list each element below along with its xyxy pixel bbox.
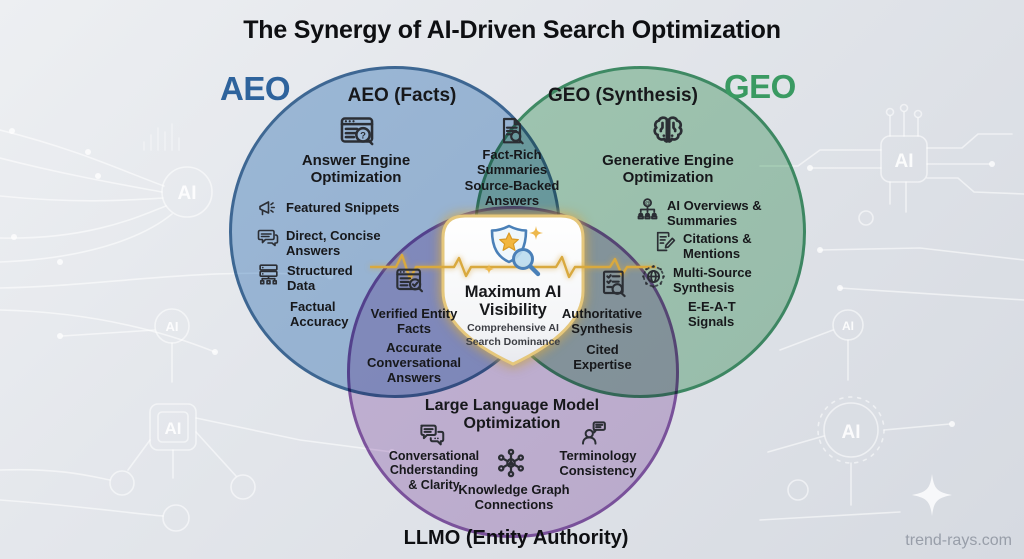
aeo-item-label: Factual Accuracy — [290, 299, 349, 329]
geo-item-label: E-E-A-T Signals — [688, 299, 736, 329]
aeo-llmo-item: Verified Entity Facts — [370, 306, 458, 336]
aeo-header: AEO (Facts) — [347, 85, 457, 106]
browser-check-icon — [396, 268, 424, 293]
brain-icon — [653, 116, 683, 143]
maximum-visibility-badge — [441, 214, 585, 366]
llmo-outer-label: LLMO (Entity Authority) — [403, 527, 629, 549]
llmo-title: Large Language Model Optimization — [424, 397, 600, 433]
svg-text:AI: AI — [165, 419, 182, 438]
browser-question-icon: ? — [340, 117, 374, 146]
geo-header: GEO (Synthesis) — [548, 85, 698, 106]
structured-data-icon — [259, 264, 278, 285]
svg-text:AI: AI — [842, 422, 861, 443]
aeo-geo-item: Source-Backed Answers — [464, 178, 560, 208]
knowledge-graph-icon — [497, 448, 525, 478]
aeo-title: Answer Engine Optimization — [301, 152, 411, 187]
geo-llmo-item: Authoritative Synthesis — [561, 306, 643, 336]
svg-text:AI: AI — [842, 319, 854, 333]
llmo-item-label: Conversational Chderstanding & Clarity — [388, 449, 480, 492]
ai-node-icon: AI AI — [57, 166, 213, 383]
citations-icon — [656, 231, 676, 252]
sparkle-icon — [912, 474, 952, 516]
geo-item-label: Multi-Source Synthesis — [673, 265, 752, 295]
watermark: trend-rays.com — [905, 532, 1012, 549]
shield-star-magnifier-icon — [484, 224, 543, 277]
chat-bubbles-icon — [420, 424, 445, 446]
svg-text:AI: AI — [895, 151, 914, 172]
ai-overviews-icon: @ — [637, 198, 658, 220]
page-title: The Synergy of AI-Driven Search Optimiza… — [243, 16, 781, 44]
geo-item-label: Citations & Mentions — [683, 231, 752, 261]
doc-check-search-icon — [602, 270, 626, 298]
svg-text:?: ? — [360, 130, 366, 141]
llmo-item-label: Knowledge Graph Connections — [458, 482, 570, 512]
center-subtitle: Comprehensive AI Search Dominance — [465, 322, 561, 348]
aeo-outer-label: AEO — [220, 70, 291, 107]
svg-text:AI: AI — [178, 183, 197, 204]
speech-bubble-icon — [257, 229, 279, 247]
aeo-item-label: Structured Data — [287, 263, 353, 293]
aeo-llmo-item: Accurate Conversational Answers — [367, 340, 461, 385]
geo-item-label: AI Overviews & Summaries — [667, 198, 762, 228]
center-title: Maximum AI Visibility — [464, 283, 562, 320]
aeo-item-label: Featured Snippets — [286, 200, 400, 215]
ai-node-icon: AI AI — [759, 309, 955, 521]
svg-text:AI: AI — [166, 319, 179, 334]
doc-search-icon — [502, 117, 524, 145]
geo-outer-label: GEO — [724, 68, 796, 105]
aeo-item-label: Direct, Concise Answers — [286, 228, 381, 258]
geo-llmo-item: Cited Expertise — [573, 342, 632, 372]
person-chat-icon — [582, 421, 606, 445]
llmo-item-label: Terminology Consistency — [559, 448, 637, 478]
geo-title: Generative Engine Optimization — [602, 152, 734, 187]
bar-chart-icon — [143, 123, 180, 151]
aeo-geo-item: Fact-Rich Summaries — [476, 147, 548, 177]
multi-source-icon — [642, 265, 665, 288]
megaphone-icon — [259, 201, 275, 216]
svg-text:@: @ — [645, 201, 651, 207]
ai-chip-icon: AI — [0, 403, 395, 532]
